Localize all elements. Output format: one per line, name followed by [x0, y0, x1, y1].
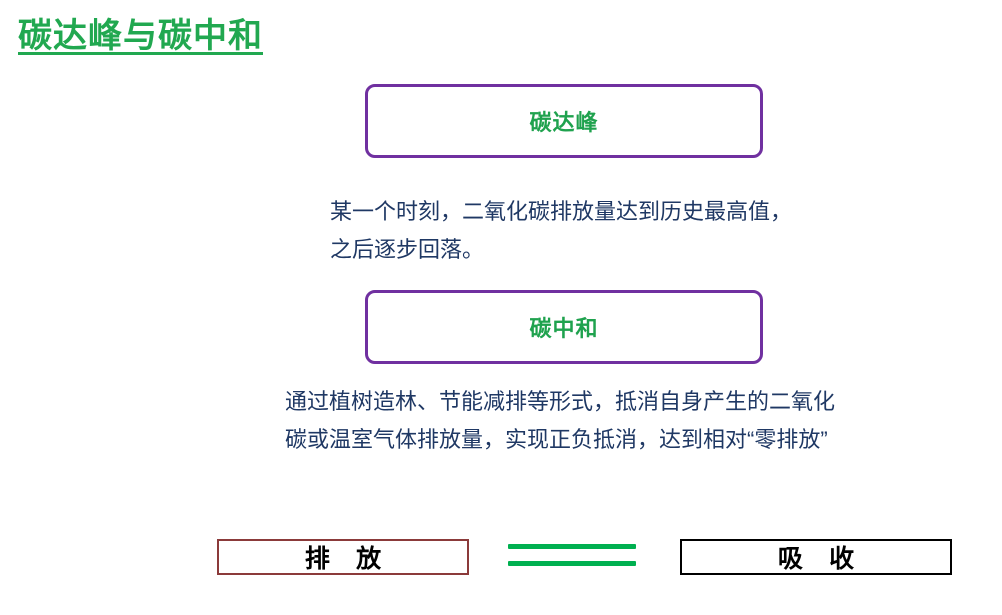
equation-row: 排 放 吸 收	[0, 538, 1002, 578]
term-label-carbon-neutral: 碳中和	[529, 316, 599, 341]
term-box-carbon-peak: 碳达峰	[365, 84, 763, 158]
term-label-carbon-peak: 碳达峰	[529, 110, 599, 135]
absorption-label: 吸 收	[777, 546, 865, 573]
description-carbon-peak: 某一个时刻，二氧化碳排放量达到历史最高值， 之后逐步回落。	[330, 193, 792, 269]
equals-bar-top	[508, 544, 636, 549]
description-line: 某一个时刻，二氧化碳排放量达到历史最高值，	[330, 199, 793, 224]
absorption-box: 吸 收	[680, 539, 952, 575]
equals-bar-bottom	[508, 561, 636, 566]
description-line: 碳或温室气体排放量，实现正负抵消，达到相对“零排放”	[285, 427, 828, 452]
description-carbon-neutral: 通过植树造林、节能减排等形式，抵消自身产生的二氧化 碳或温室气体排放量，实现正负…	[285, 383, 835, 459]
description-line: 之后逐步回落。	[330, 237, 485, 262]
page-title: 碳达峰与碳中和	[18, 17, 263, 55]
emission-label: 排 放	[304, 546, 392, 573]
term-box-carbon-neutral: 碳中和	[365, 290, 763, 364]
equals-icon	[508, 544, 636, 566]
description-line: 通过植树造林、节能减排等形式，抵消自身产生的二氧化	[285, 389, 836, 414]
emission-box: 排 放	[217, 539, 469, 575]
